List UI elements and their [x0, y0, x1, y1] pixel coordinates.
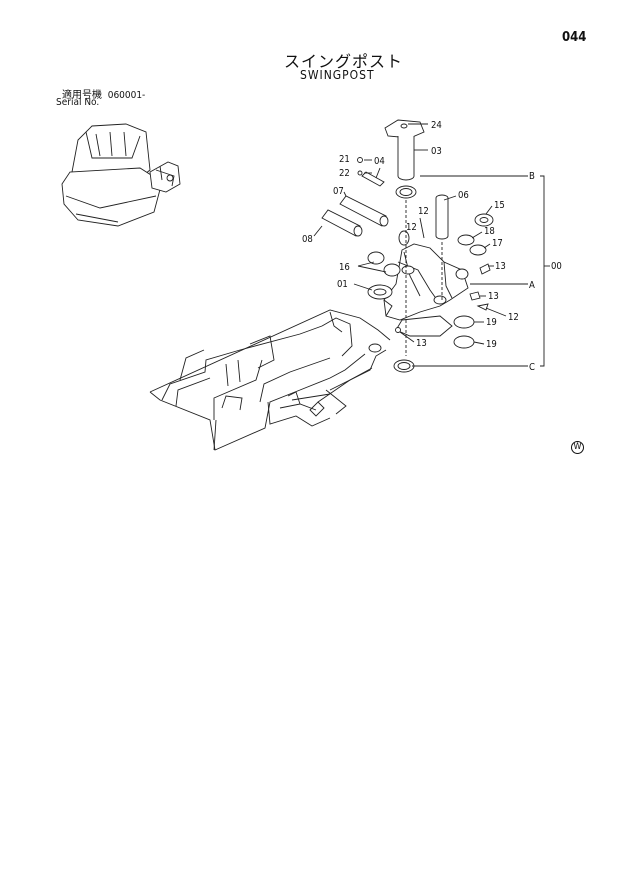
label-18: 18: [484, 226, 495, 237]
label-16: 16: [339, 262, 350, 273]
label-07: 07: [333, 186, 344, 197]
label-22: 22: [339, 168, 350, 179]
label-15: 15: [494, 200, 505, 211]
label-12a-2: 12: [406, 222, 417, 233]
watermark-circle-icon: W: [571, 441, 584, 454]
label-13b: 13: [488, 291, 499, 302]
shim-01-drawing: [367, 284, 393, 300]
label-17: 17: [492, 238, 503, 249]
bolt-13c-drawing: [395, 327, 401, 333]
label-13a: 13: [495, 261, 506, 272]
label-06: 06: [458, 190, 469, 201]
page-number: 044: [562, 30, 587, 45]
plate-04-drawing: [361, 171, 385, 187]
label-19a: 19: [486, 317, 497, 328]
bushing-16-drawing: [367, 251, 385, 265]
label-19b: 19: [486, 339, 497, 350]
label-13c: 13: [416, 338, 427, 349]
label-21: 21: [339, 154, 350, 165]
leader-lines: [313, 123, 550, 367]
pin-03-drawing: [384, 119, 425, 199]
label-24: 24: [431, 120, 442, 131]
pin-06-drawing: [435, 194, 449, 240]
bolt-13a-drawing: [479, 263, 491, 275]
washer-22-drawing: [357, 170, 363, 176]
washer-15-drawing: [474, 213, 494, 227]
serial-label-jp-text: 適用号機: [62, 90, 102, 101]
label-b: B: [529, 171, 535, 182]
label-a: A: [529, 280, 535, 291]
bushing-18-drawing: [457, 234, 475, 246]
label-12a: 12: [418, 206, 429, 217]
bolt-12b-drawing: [476, 303, 489, 311]
label-03: 03: [431, 146, 442, 157]
label-12b: 12: [508, 312, 519, 323]
bolt-13b-drawing: [469, 291, 481, 301]
label-08: 08: [302, 234, 313, 245]
bolt-21-drawing: [357, 157, 363, 163]
bushing-17-drawing: [469, 244, 487, 256]
serial-label-japanese: 適用号機 060001-: [62, 86, 145, 101]
title-japanese: スイングポスト: [284, 52, 404, 71]
label-c: C: [529, 362, 535, 373]
swing-frame-drawing: [149, 309, 391, 451]
serial-value: 060001-: [107, 90, 146, 101]
pins-07-08-drawing: [321, 195, 389, 237]
washer-19a-drawing: [453, 315, 475, 329]
label-00: 00: [551, 261, 562, 272]
title-english: SWINGPOST: [300, 68, 375, 82]
washer-19b-drawing: [453, 335, 475, 349]
serial-label-english: Serial No.: [56, 97, 100, 108]
label-04: 04: [374, 156, 385, 167]
ring-c-drawing: [393, 359, 415, 373]
label-01: 01: [337, 279, 348, 290]
excavator-thumbnail-icon: [61, 123, 181, 227]
